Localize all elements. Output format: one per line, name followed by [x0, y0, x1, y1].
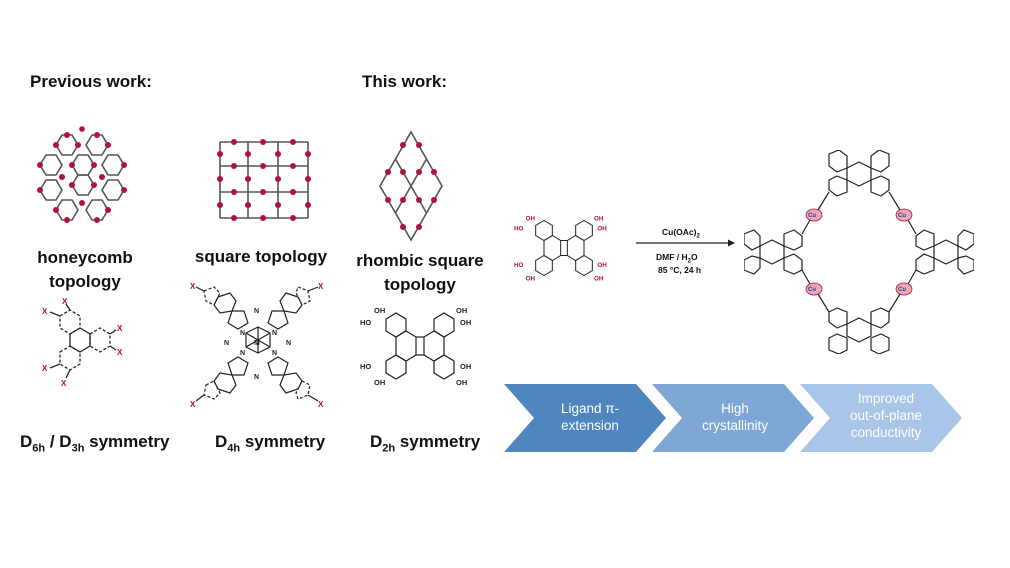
triangular-ligand-structure: X X X X X X [42, 298, 123, 388]
oh-label: OH [374, 378, 385, 387]
m-label: M [254, 340, 260, 347]
x-label: X [190, 283, 196, 291]
oh-label: HO [360, 362, 371, 371]
process-chevrons [504, 384, 962, 452]
x-label: X [61, 379, 67, 388]
oh-label: HO [514, 262, 524, 269]
x-label: X [117, 348, 123, 357]
oh-label: OH [460, 362, 471, 371]
rhombic-label: rhombic square topology [356, 251, 484, 294]
oh-label: OH [597, 262, 607, 269]
n-label: N [272, 330, 277, 337]
previous-work-heading: Previous work: [30, 72, 152, 91]
x-label: X [42, 364, 48, 373]
reaction-reagent: Cu(OAc)2 [662, 227, 700, 240]
reaction-conditions: 85 °C, 24 h [658, 265, 702, 275]
oh-label: HO [360, 318, 371, 327]
phthalocyanine-structure: N N N N N N N N M X X X X [190, 283, 324, 409]
cu-label: Cu [898, 287, 906, 293]
oh-label: OH [460, 318, 471, 327]
n-label: N [254, 374, 259, 381]
this-work-heading: This work: [362, 72, 448, 91]
reaction-arrow [636, 239, 735, 247]
d2h-symmetry-label: D2h symmetry [370, 432, 481, 455]
oh-label: OH [456, 378, 467, 387]
oh-label: HO [514, 226, 524, 233]
x-label: X [62, 298, 68, 306]
hexahydroxy-ligand-structure: OH HO OH OH HO OH OH OH [360, 306, 471, 387]
n-label: N [240, 330, 245, 337]
cu-label: Cu [808, 287, 816, 293]
square-topology-diagram [217, 139, 311, 221]
chevron-ligand-extension [504, 384, 666, 452]
x-label: X [318, 283, 324, 291]
n-label: N [254, 308, 259, 315]
oh-label: OH [594, 216, 604, 223]
square-label: square topology [194, 247, 328, 266]
oh-label: OH [594, 276, 604, 283]
n-label: N [286, 340, 291, 347]
reaction-solvent: DMF / H2O [656, 252, 698, 265]
rhombic-topology-diagram [379, 130, 443, 242]
honeycomb-label: honeycomb topology [37, 248, 133, 291]
oh-label: OH [456, 306, 467, 315]
n-label: N [240, 350, 245, 357]
chevron-conductivity [800, 384, 962, 452]
d6h-symmetry-label: D6h / D3h symmetry [20, 432, 170, 455]
oh-label: OH [597, 226, 607, 233]
x-label: X [190, 400, 196, 409]
chevron-crystallinity [652, 384, 814, 452]
x-label: X [42, 307, 48, 316]
oh-label: OH [526, 276, 536, 283]
honeycomb-topology-diagram [37, 126, 127, 223]
cu-label: Cu [808, 213, 816, 219]
oh-label: OH [374, 306, 385, 315]
reactant-ligand-structure: OH HO OH OH HO OH OH OH [514, 216, 607, 283]
x-label: X [117, 324, 123, 333]
n-label: N [224, 340, 229, 347]
oh-label: OH [526, 216, 536, 223]
cu-label: Cu [898, 213, 906, 219]
chevron-1-text: Ligand π-extension [560, 401, 620, 433]
x-label: X [318, 400, 324, 409]
d4h-symmetry-label: D4h symmetry [215, 432, 326, 455]
n-label: N [272, 350, 277, 357]
rhombic-framework-product: Cu Cu Cu Cu [744, 150, 974, 354]
